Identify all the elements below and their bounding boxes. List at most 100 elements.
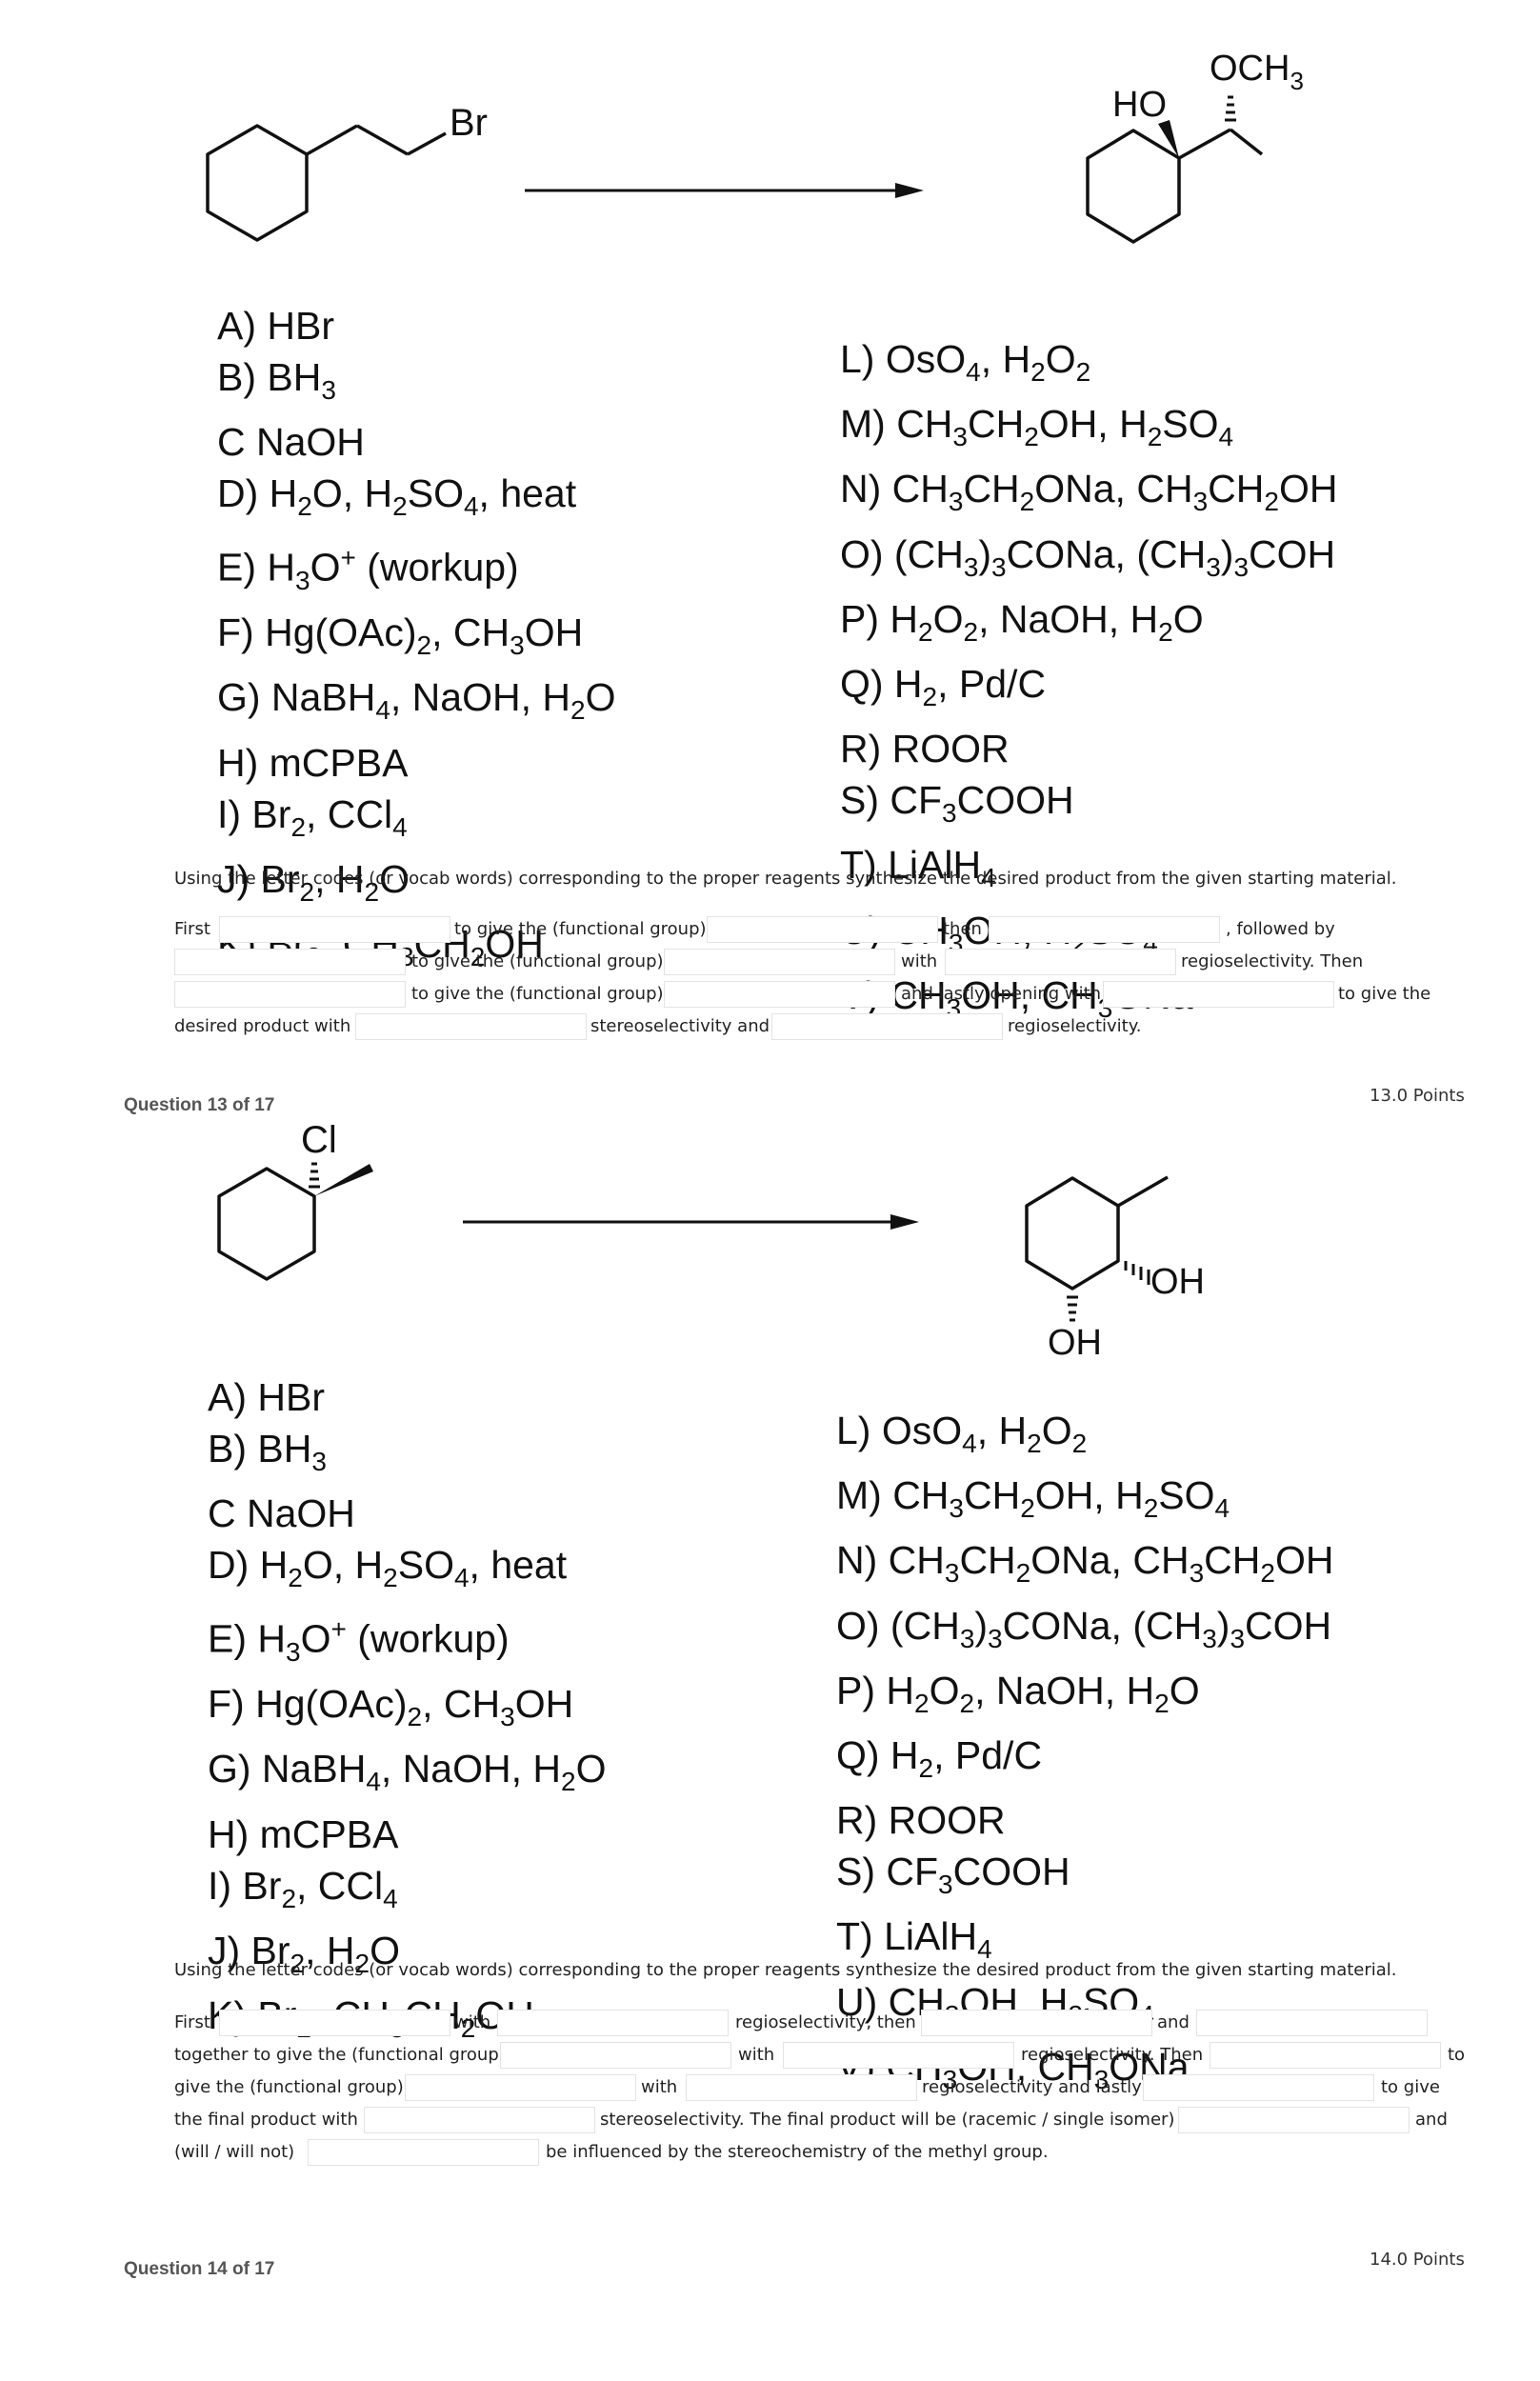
reagent-subscript: 3 <box>1230 1623 1246 1653</box>
reagent-text: COOH <box>956 778 1074 823</box>
reagent-subscript: 2 <box>383 1563 398 1593</box>
reagent-item: R) ROOR <box>840 723 1337 774</box>
reagent-text: ) <box>974 1603 989 1648</box>
reagent-subscript: 3 <box>949 1493 964 1524</box>
q12-reagent-input-3[interactable] <box>174 949 406 975</box>
reagent-text: ) <box>978 531 992 576</box>
reagent-text: F) Hg(OAc) <box>217 610 417 655</box>
q12-label-followed-by: , followed by <box>1226 919 1335 939</box>
reagent-text: , CH <box>431 610 510 655</box>
reagent-subscript: 3 <box>510 630 525 661</box>
reagent-text: Q) H <box>840 661 923 706</box>
reagent-item: O) (CH3)3CONa, (CH3)3COH <box>840 529 1337 593</box>
reagent-item: B) BH3 <box>208 1423 606 1488</box>
q12-reagent-input-1[interactable] <box>219 916 450 943</box>
reagent-text: CONa, (CH <box>1002 1603 1203 1648</box>
reagent-text: O <box>1172 596 1204 641</box>
q13-reagent-input-4[interactable] <box>1210 2042 1441 2069</box>
reagent-text: ONa, CH <box>1030 1538 1190 1583</box>
reagent-subscript: 2 <box>290 811 307 842</box>
q13-regioselectivity-input-1[interactable] <box>497 2010 729 2036</box>
reagent-subscript: 2 <box>1264 487 1279 517</box>
reagent-subscript: 4 <box>453 1563 470 1593</box>
q12-label-desired-with: desired product with <box>174 1016 351 1036</box>
q13-will-input[interactable] <box>308 2139 539 2166</box>
reagent-subscript: 2 <box>1015 1558 1031 1589</box>
reagent-subscript: 3 <box>944 1558 960 1589</box>
reagent-item: T) LiAlH4 <box>840 839 1337 904</box>
reagent-text: P) H <box>840 596 918 641</box>
reagent-subscript: 3 <box>1192 487 1209 517</box>
q13-product: OH OH <box>1025 1175 1205 1363</box>
reagent-item: C NaOH <box>208 1488 606 1539</box>
reagent-text: OH, H <box>1038 402 1148 447</box>
reagent-text: T) LiAlH <box>840 843 982 888</box>
reagent-item: M) CH3CH2OH, H2SO4 <box>840 398 1337 463</box>
reagent-subscript: 3 <box>500 1702 515 1732</box>
reagent-item: I) Br2, CCl4 <box>208 1860 606 1925</box>
reagent-subscript: 4 <box>1218 422 1234 452</box>
reagent-subscript: 3 <box>952 422 968 452</box>
reagent-subscript: 2 <box>1020 1493 1035 1524</box>
reagent-text: SO <box>1158 1473 1215 1518</box>
q13-label-will-not: (will / will not) <box>174 2142 295 2162</box>
reagent-text: C NaOH <box>208 1491 355 1536</box>
reagent-text: O <box>370 1928 401 1972</box>
q13-regioselectivity-input-3[interactable] <box>686 2074 917 2101</box>
reagent-item: L) OsO4, H2O2 <box>836 1405 1333 1470</box>
reagent-subscript: 2 <box>470 942 486 972</box>
reagent-subscript: 2 <box>1075 357 1091 388</box>
reagent-subscript: 2 <box>918 1753 934 1784</box>
reagent-item: J) Br2, H2O <box>208 1925 606 1990</box>
q13-reagent-input-1[interactable] <box>219 2010 450 2036</box>
q12-reagent-input-4[interactable] <box>174 981 406 1008</box>
reagent-text: , Pd/C <box>933 1732 1043 1777</box>
reagent-text: O <box>310 546 341 590</box>
q12-label-then: then <box>943 919 982 939</box>
reagent-text: O, H <box>311 471 393 516</box>
q13-reagent-input-3[interactable] <box>1196 2010 1428 2036</box>
reagent-item: Q) H2, Pd/C <box>836 1730 1333 1794</box>
q12-functional-group-input-2[interactable] <box>664 949 895 975</box>
reagent-subscript: 2 <box>297 491 312 522</box>
q12-product: HO OCH3 <box>1086 49 1304 244</box>
reagent-subscript: 2 <box>959 1688 975 1718</box>
q13-regioselectivity-input-2[interactable] <box>783 2042 1014 2069</box>
q12-label-first: First <box>174 919 210 939</box>
q14-points: 14.0 Points <box>1370 2250 1465 2270</box>
reagent-text: O <box>1041 1409 1072 1452</box>
reagent-subscript: 4 <box>392 811 408 842</box>
q12-reagent-input-2[interactable] <box>989 916 1220 943</box>
reagent-item: L) OsO4, H2O2 <box>840 333 1337 398</box>
reagent-text: COH <box>1249 531 1336 576</box>
q13-racemic-input[interactable] <box>1178 2107 1410 2133</box>
reagent-item: Q) H2, Pd/C <box>840 658 1337 723</box>
reagent-text: ) <box>1220 531 1234 576</box>
reagent-text: , H <box>305 1928 355 1972</box>
q12-stereoselectivity-input[interactable] <box>355 1013 587 1040</box>
q13-reagent-input-2[interactable] <box>921 2010 1152 2036</box>
reagent-text: , NaOH, H <box>390 675 570 720</box>
q13-reagent-input-5[interactable] <box>1143 2074 1374 2101</box>
reagent-text: , CCl <box>306 791 393 836</box>
q13-label-together: together to give the (functional group) <box>174 2045 506 2065</box>
q12-reagent-input-5[interactable] <box>1103 981 1334 1008</box>
reagent-text: D) H <box>217 471 298 516</box>
reagent-text: B) BH <box>217 355 322 399</box>
q12-regioselectivity-input-1[interactable] <box>945 949 1176 975</box>
q13-label-influenced: be influenced by the stereochemistry of … <box>546 2142 1049 2162</box>
q12-regioselectivity-input-2[interactable] <box>771 1013 1003 1040</box>
q13-functional-group-input-1[interactable] <box>500 2042 731 2069</box>
reagent-text: O <box>575 1747 607 1791</box>
reagent-item: A) HBr <box>217 300 615 351</box>
reagent-text: (workup) <box>346 1617 510 1662</box>
reagent-subscript: 3 <box>991 551 1007 582</box>
q12-functional-group-input-1[interactable] <box>707 916 938 943</box>
q13-stereoselectivity-input[interactable] <box>364 2107 595 2133</box>
reagent-subscript: 3 <box>1233 551 1250 582</box>
q13-functional-group-input-2[interactable] <box>405 2074 636 2101</box>
reagent-superscript: + <box>340 543 356 573</box>
reagent-subscript: 3 <box>988 1623 1003 1653</box>
q12-functional-group-input-3[interactable] <box>664 981 895 1008</box>
reagent-subscript: 3 <box>938 1870 953 1900</box>
